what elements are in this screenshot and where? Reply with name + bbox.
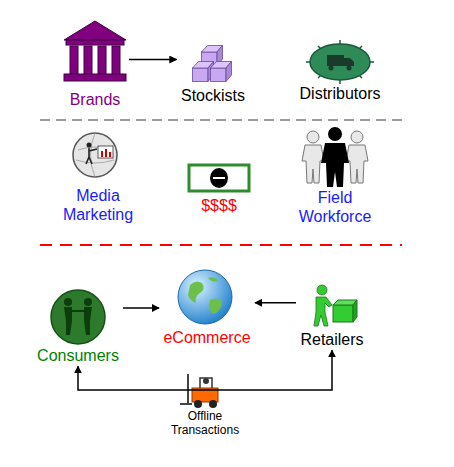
- separator-line: [40, 119, 402, 121]
- icon-node: eCommerce: [161, 269, 253, 347]
- retailer-icon: [314, 285, 357, 326]
- icon-node: Brands: [63, 20, 127, 109]
- icon-node: Retailers: [298, 284, 366, 349]
- icon-node: Distributors: [298, 40, 383, 103]
- node-label: Distributors: [300, 84, 381, 103]
- arrow-connector: [123, 307, 159, 309]
- separator-line: [40, 244, 402, 246]
- node-label: Offline Transactions: [169, 409, 242, 438]
- node-label: eCommerce: [163, 328, 250, 347]
- node-label: Retailers: [300, 330, 363, 349]
- bill-icon: [189, 165, 249, 191]
- boxes-icon: [193, 46, 232, 82]
- icon-node: $$$$: [186, 163, 252, 215]
- arrow-connector: [255, 302, 296, 304]
- node-label: Stockists: [181, 86, 245, 105]
- icon-node: Media Marketing: [61, 132, 136, 224]
- arrow-connector: [129, 59, 177, 61]
- people-icon: [302, 127, 368, 187]
- temple-icon: [64, 21, 126, 81]
- icon-node: Consumers: [35, 289, 121, 365]
- media-icon: [73, 133, 117, 177]
- node-label: Media Marketing: [61, 186, 136, 224]
- icon-node: Offline Transactions: [169, 372, 242, 438]
- node-label: Field Workforce: [296, 188, 374, 226]
- globe-icon: [178, 270, 232, 324]
- node-label: Consumers: [37, 346, 119, 365]
- node-label: Brands: [70, 90, 121, 109]
- icon-node: Stockists: [179, 42, 248, 105]
- truck-icon: [306, 40, 374, 84]
- consumers-icon: [51, 290, 105, 344]
- node-label: $$$$: [201, 196, 237, 215]
- forklift-icon: [180, 374, 218, 408]
- icon-node: Field Workforce: [296, 128, 374, 226]
